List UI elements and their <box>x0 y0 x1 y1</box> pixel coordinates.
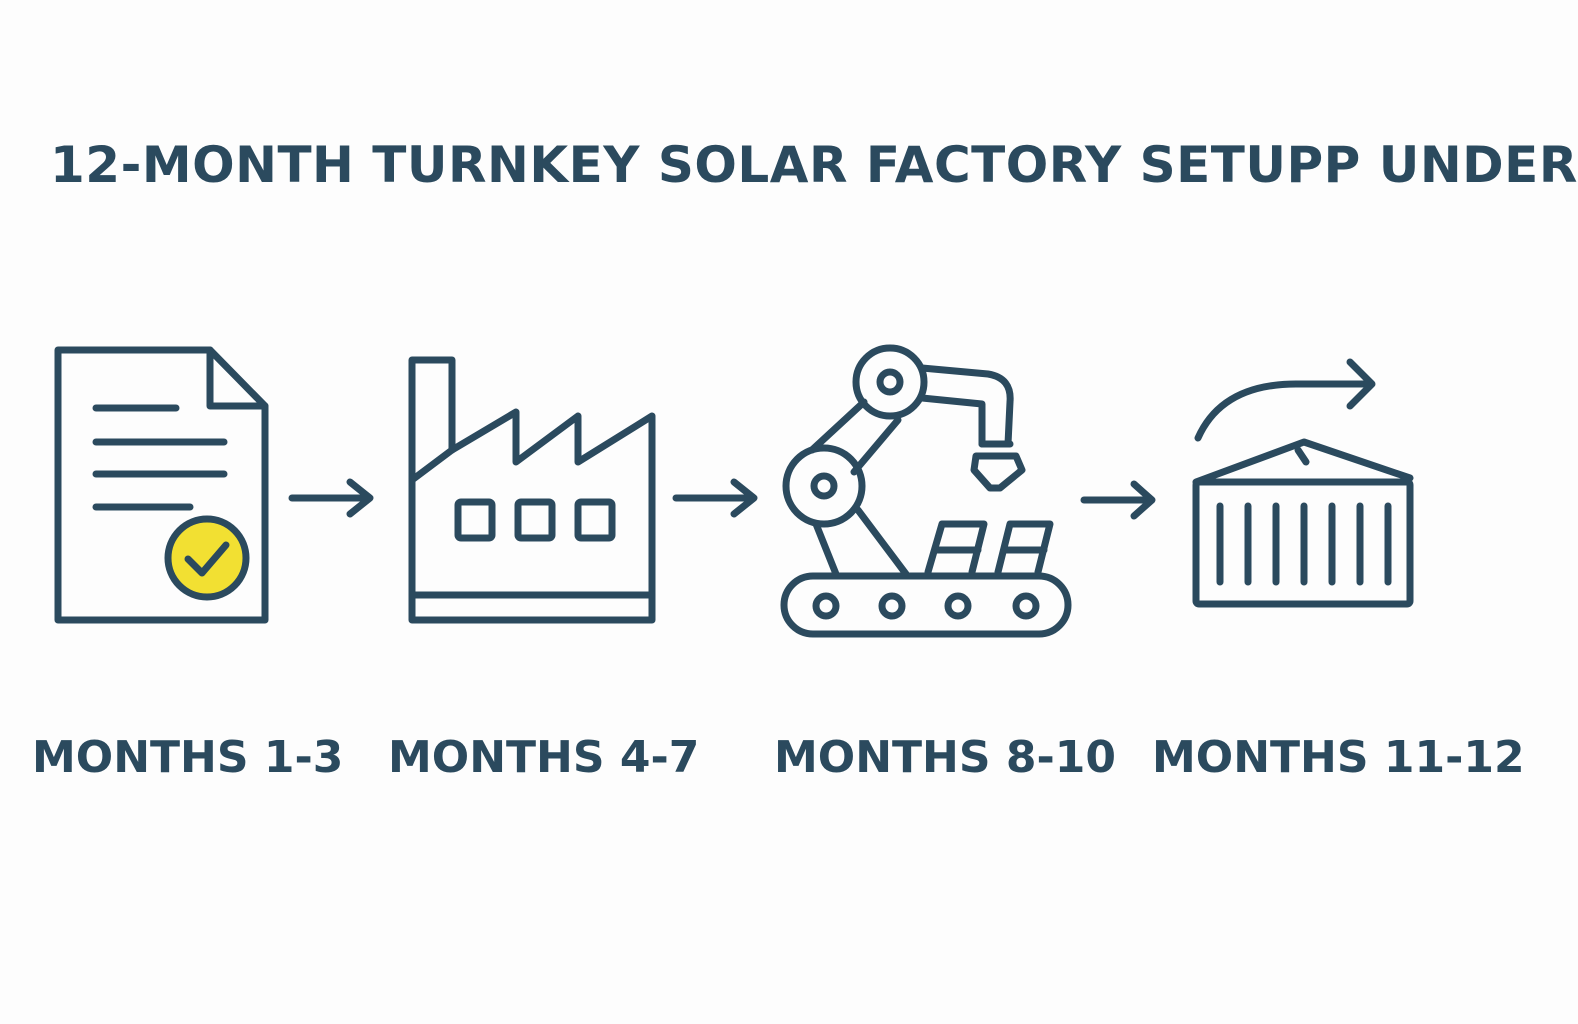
stage-label-1: MONTHS 1-3 <box>32 732 344 783</box>
stage-label-2: MONTHS 4-7 <box>388 732 700 783</box>
arrow-right-icon <box>672 478 762 522</box>
shipping-container-export-icon <box>1186 350 1426 616</box>
stage-label-3: MONTHS 8-10 <box>774 732 1116 783</box>
factory-icon <box>404 350 664 630</box>
arrow-right-icon <box>1080 480 1170 524</box>
approved-document-icon <box>50 340 280 630</box>
diagram-title: 12-MONTH TURNKEY SOLAR FACTORY SETUPP UN… <box>50 136 1578 194</box>
robotic-arm-conveyor-icon <box>776 344 1076 644</box>
arrow-right-icon <box>288 478 378 522</box>
stage-label-4: MONTHS 11-12 <box>1152 732 1525 783</box>
